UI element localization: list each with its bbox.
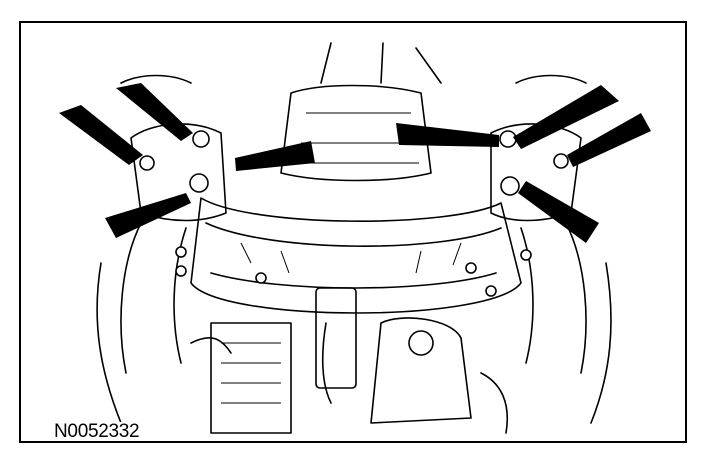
crossmember-hole bbox=[255, 272, 267, 284]
arrow-icon bbox=[105, 193, 191, 238]
bracket-hole bbox=[520, 249, 532, 261]
subframe-crossmember bbox=[190, 197, 522, 314]
illustration-frame: N0052332 bbox=[19, 21, 687, 443]
left-mount-bracket bbox=[120, 123, 227, 374]
bolt-left-outer bbox=[139, 155, 155, 171]
bolt-right-outer bbox=[553, 153, 569, 169]
figure-id-label: N0052332 bbox=[51, 422, 143, 441]
arrow-icon bbox=[567, 113, 651, 167]
housing-plug bbox=[408, 330, 434, 356]
subframe-mount-bolts-drawing bbox=[59, 42, 651, 434]
frame-rails bbox=[96, 74, 612, 424]
bracket-hole bbox=[175, 265, 187, 277]
bracket-hole bbox=[175, 246, 187, 258]
bolt-left-lower bbox=[189, 173, 209, 193]
callout-arrows bbox=[59, 83, 651, 243]
bolt-left-upper bbox=[192, 130, 210, 148]
arrow-icon bbox=[513, 85, 619, 149]
bolt-right-lower bbox=[500, 176, 520, 196]
bolt-right-upper bbox=[499, 130, 517, 148]
arrow-icon bbox=[235, 141, 315, 171]
arrow-icon bbox=[59, 105, 143, 165]
arrow-icon bbox=[518, 181, 599, 243]
crossmember-hole bbox=[485, 285, 497, 297]
crossmember-hole bbox=[465, 262, 477, 274]
transmission-components bbox=[190, 287, 508, 434]
arrow-icon bbox=[116, 83, 193, 141]
arrow-icon bbox=[396, 123, 499, 147]
center-tunnel bbox=[280, 42, 442, 182]
